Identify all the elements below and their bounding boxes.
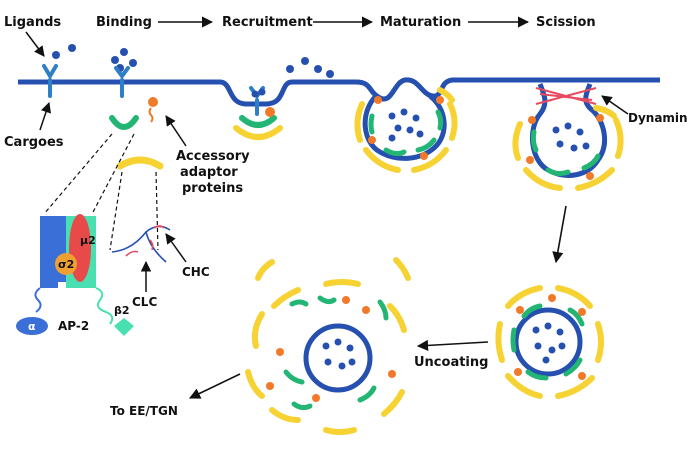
ligands-label: Ligands (4, 15, 61, 30)
recruitment-coat (233, 88, 283, 140)
arrow-to-ee (188, 373, 241, 399)
zoom-line-right (91, 133, 135, 215)
to-ee-label: To EE/TGN (110, 404, 178, 418)
stage-label-recruitment: Recruitment (222, 15, 313, 30)
clc-label: CLC (132, 295, 157, 309)
uncoating-label: Uncoating (414, 355, 488, 370)
ap2-complex (16, 214, 134, 336)
ligands-arrow (25, 31, 45, 57)
coated-vesicle (495, 285, 604, 399)
beta2-subunit (114, 318, 134, 336)
accessory-label-line1: Accessory (176, 149, 250, 164)
zoom-line-clathrin-right (155, 171, 159, 251)
plasma-membrane (18, 77, 660, 107)
arrow-uncoating (416, 339, 489, 352)
stage-label-scission: Scission (536, 15, 596, 30)
clathrin-triskelion (116, 156, 164, 170)
adaptor-ap2 (109, 115, 139, 130)
alpha-subunit (16, 317, 48, 335)
free-ligands (52, 44, 334, 78)
beta2-label: β2 (114, 304, 130, 317)
accessory-label-line3: proteins (182, 181, 243, 196)
scission-pit (512, 83, 624, 191)
ap2-label: AP-2 (58, 319, 89, 333)
stage-label-maturation: Maturation (380, 15, 461, 30)
chc-label: CHC (182, 265, 210, 279)
dynamin-label: Dynamin (628, 111, 688, 125)
chc-arrow (165, 233, 187, 263)
arrow-scission-vesicle (552, 205, 567, 264)
mu2-label: μ2 (80, 234, 96, 247)
cargoes-label: Cargoes (4, 135, 64, 150)
accessory-protein (148, 97, 158, 123)
sigma2-label: σ2 (58, 258, 74, 271)
uncoating-vesicle (245, 257, 411, 435)
zoom-line-clathrin-left (109, 171, 123, 251)
cargoes-arrow (39, 102, 51, 131)
dynamin-arrow (601, 95, 629, 115)
maturation-pit (354, 87, 458, 173)
clathrin-chc-clc (111, 225, 171, 263)
stage-label-binding: Binding (96, 15, 152, 30)
zoom-line-left (43, 133, 113, 215)
alpha-label: α (28, 320, 36, 333)
accessory-label-line2: adaptor (180, 165, 238, 180)
dynamin-ring (535, 87, 597, 105)
accessory-arrow (165, 115, 187, 147)
